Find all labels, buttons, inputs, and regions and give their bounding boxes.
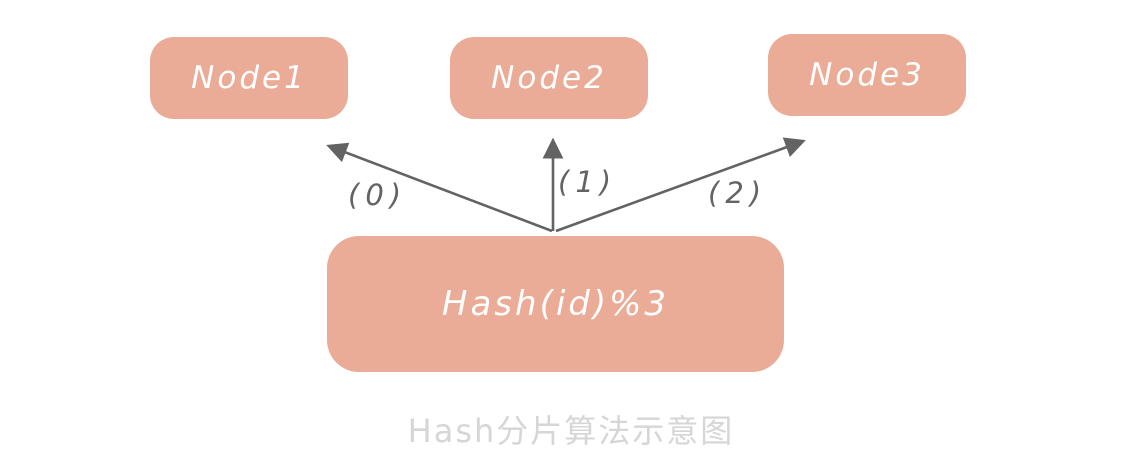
node3-label: Node3 xyxy=(809,57,925,93)
hash-box: Hash(id)%3 xyxy=(327,236,784,372)
arrow-label-1: (1) xyxy=(558,165,618,199)
node2-box: Node2 xyxy=(450,37,648,119)
arrow-label-0: (0) xyxy=(348,178,408,212)
node1-box: Node1 xyxy=(150,37,348,119)
node1-label: Node1 xyxy=(191,60,307,96)
node3-box: Node3 xyxy=(768,34,966,116)
diagram-caption: Hash分片算法示意图 xyxy=(407,412,735,450)
arrow-label-2: (2) xyxy=(708,176,768,210)
hash-box-label: Hash(id)%3 xyxy=(441,284,670,324)
node2-label: Node2 xyxy=(491,60,607,96)
